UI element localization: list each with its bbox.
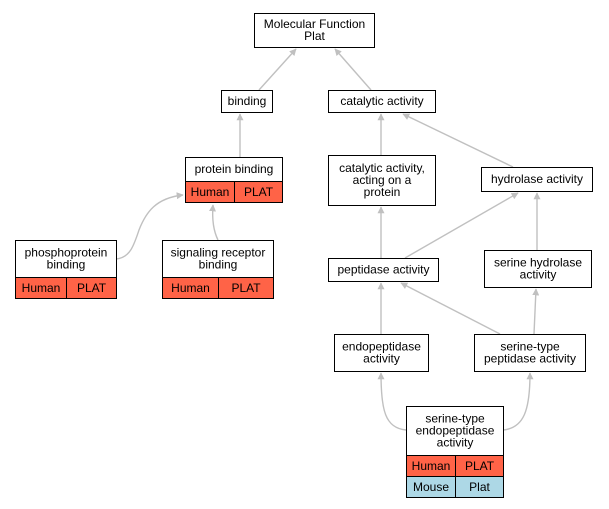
edge-serine-endo-to-endopeptidase [377, 372, 407, 431]
node-label-line: activity [363, 352, 400, 366]
node-peptidase-activity[interactable]: peptidase activity [328, 258, 439, 282]
node-box [221, 90, 273, 113]
node-binding[interactable]: binding [221, 90, 273, 113]
gene-label: PLAT [77, 281, 107, 295]
node-label-line: binding [199, 258, 238, 272]
node-label-line: peptidase activity [337, 263, 429, 277]
node-label-line: peptidase activity [484, 352, 576, 366]
organism-label: Mouse [413, 480, 449, 494]
organism-label: Human [171, 281, 210, 295]
gene-cell [218, 277, 274, 299]
node-label-line: catalytic activity [340, 94, 423, 108]
node-label-line: endopeptidase [342, 340, 421, 354]
node-box [15, 240, 117, 278]
gene-label: Plat [469, 480, 490, 494]
node-box [162, 240, 274, 278]
node-label-line: hydrolase activity [491, 172, 583, 186]
gene-cell [455, 476, 504, 498]
node-label-line: binding [47, 258, 86, 272]
node-label-line: serine-type [500, 340, 560, 354]
node-label-line: binding [228, 94, 267, 108]
edge-catalytic-to-molecular-function [334, 48, 372, 91]
node-box [474, 334, 586, 372]
node-label-line: activity [437, 436, 474, 450]
node-box [328, 155, 436, 206]
node-box [328, 258, 439, 282]
gene-label: PLAT [244, 185, 274, 199]
node-label-line: Molecular Function [264, 17, 365, 31]
edge-serine-peptidase-to-serine-hydrolase [532, 288, 540, 335]
node-label-line: protein binding [195, 162, 274, 176]
node-box [328, 90, 436, 113]
edge-layer [115, 48, 541, 431]
edge-signaling-to-protein-binding [209, 204, 219, 241]
node-label-line: Plat [304, 29, 325, 43]
node-box [254, 13, 375, 48]
gene-cell [234, 181, 283, 203]
edge-serine-endo-to-serine-peptidase [502, 372, 534, 431]
gene-label: PLAT [465, 459, 495, 473]
organism-label: Human [22, 281, 61, 295]
edge-phosphoprotein-to-protein-binding [115, 192, 184, 260]
node-label-line: endopeptidase [416, 424, 495, 438]
node-label-line: acting on a [353, 173, 412, 187]
node-label-line: signaling receptor [171, 246, 266, 260]
node-box [481, 167, 593, 192]
node-label-line: activity [520, 268, 557, 282]
node-label-line: serine hydrolase [494, 256, 582, 270]
node-catalytic-activity[interactable]: catalytic activity [328, 90, 436, 113]
organism-label: Human [191, 185, 230, 199]
node-box [334, 334, 429, 372]
node-box [484, 250, 592, 288]
edge-hydrolase-to-catalytic [402, 113, 514, 168]
node-hydrolase-activity[interactable]: hydrolase activity [481, 167, 593, 192]
node-label-line: protein [364, 185, 401, 199]
gene-label: PLAT [231, 281, 261, 295]
node-label-line: catalytic activity, [339, 161, 425, 175]
node-box [406, 406, 504, 456]
edge-peptidase-to-hydrolase [404, 192, 519, 259]
node-label-line: phosphoprotein [25, 246, 108, 260]
gene-cell [66, 277, 117, 299]
edge-serine-peptidase-to-peptidase [400, 282, 501, 335]
node-label-line: serine-type [425, 412, 485, 426]
edge-binding-to-molecular-function [258, 48, 297, 91]
organism-label: Human [412, 459, 451, 473]
